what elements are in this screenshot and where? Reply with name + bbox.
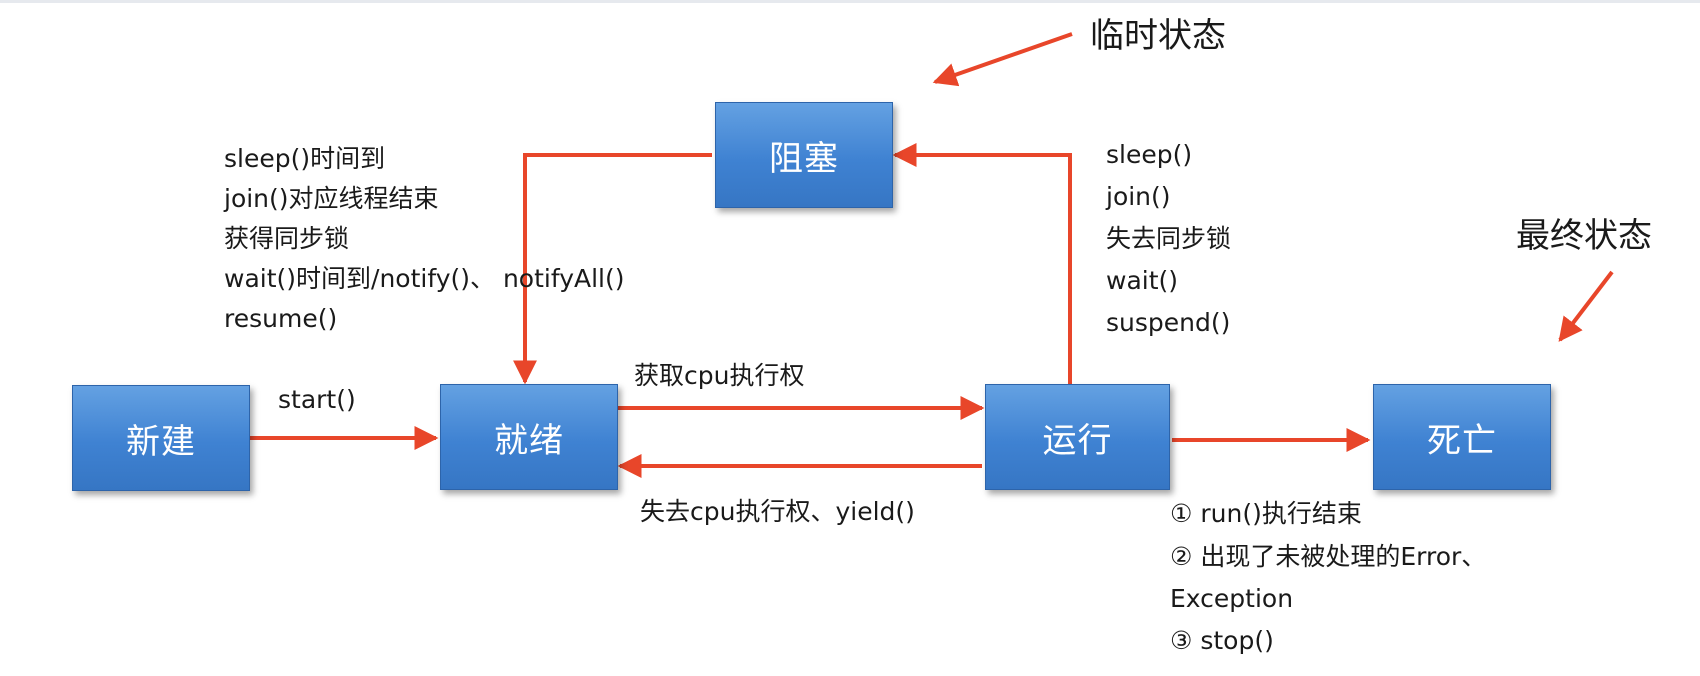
state-ready: 就绪: [440, 384, 618, 490]
state-blocked: 阻塞: [715, 102, 893, 208]
annotation-temporary-state: 临时状态: [1090, 16, 1226, 56]
label-lose-cpu: 失去cpu执行权、yield(): [640, 497, 915, 526]
arrow-final-pointer: [1558, 270, 1614, 342]
arrow-blocked-to-ready: [513, 153, 712, 385]
to-dead-line: ② 出现了未被处理的Error、: [1170, 542, 1487, 571]
to-ready-line: 获得同步锁: [224, 224, 350, 253]
to-ready-line: wait()时间到/notify()、 notifyAll(): [224, 264, 625, 293]
to-ready-line: sleep()时间到: [224, 144, 386, 173]
annotation-final-state: 最终状态: [1516, 216, 1652, 256]
arrow-running-to-blocked: [892, 143, 1072, 384]
state-new: 新建: [72, 385, 250, 491]
to-ready-line: join()对应线程结束: [224, 184, 439, 213]
to-ready-line: resume(): [224, 304, 338, 333]
to-blocked-line: join(): [1106, 182, 1171, 211]
to-blocked-line: wait(): [1106, 266, 1179, 295]
top-border: [0, 0, 1700, 3]
to-dead-line: ① run()执行结束: [1170, 499, 1362, 528]
to-blocked-line: suspend(): [1106, 308, 1231, 337]
to-blocked-line: 失去同步锁: [1106, 224, 1232, 253]
to-dead-line: ③ stop(): [1170, 626, 1274, 655]
state-dead: 死亡: [1373, 384, 1551, 490]
state-running: 运行: [985, 384, 1170, 490]
label-get-cpu: 获取cpu执行权: [634, 361, 805, 390]
to-blocked-line: sleep(): [1106, 140, 1193, 169]
arrow-temporary-pointer: [932, 32, 1073, 87]
to-dead-line: Exception: [1170, 584, 1294, 613]
label-start: start(): [278, 385, 356, 414]
